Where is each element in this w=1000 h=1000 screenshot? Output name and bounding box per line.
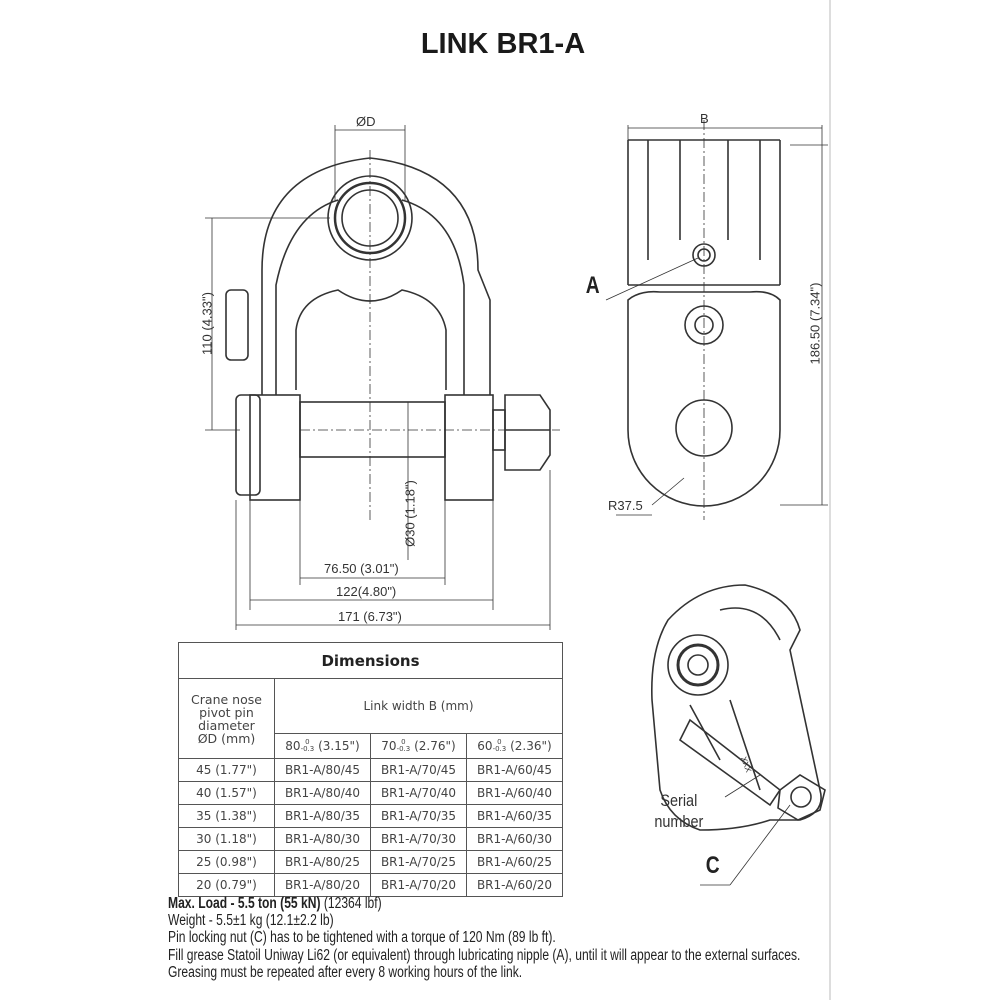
part-number-cell: BR1-A/60/20 [466, 873, 563, 897]
max-load-rest: (12364 lbf) [320, 895, 382, 912]
part-number-cell: BR1-A/70/35 [370, 804, 467, 828]
col-inch: (2.76") [414, 738, 456, 753]
row-header-line: Crane nose [191, 691, 262, 707]
pin-diameter-cell: 30 (1.18") [178, 827, 275, 851]
part-number-cell: BR1-A/70/40 [370, 781, 467, 805]
pin-size-label: Ø30 (1.18") [402, 480, 418, 547]
iso-view [651, 584, 826, 886]
part-number-cell: BR1-A/80/20 [274, 873, 371, 897]
part-number-cell: BR1-A/80/45 [274, 758, 371, 782]
max-load-bold: Max. Load - 5.5 ton (55 kN) [168, 895, 321, 912]
front-view [205, 125, 560, 630]
col-nominal: 70 [381, 738, 397, 753]
page-title: LINK BR1-A [420, 28, 586, 60]
pin-diameter-label: ØD [356, 114, 376, 129]
interval-line: Greasing must be repeated after every 8 … [168, 963, 523, 981]
row-header-line: diameter [198, 717, 255, 733]
col-tol-lower: -0.3 [396, 745, 411, 754]
col-tol-lower: -0.3 [300, 745, 315, 754]
col-inch: (3.15") [318, 738, 360, 753]
page-edge-divider [829, 0, 831, 1000]
row-header: Crane nose pivot pin diameter ØD (mm) [178, 678, 275, 759]
col-nominal: 60 [477, 738, 493, 753]
col-tol-upper: 0 [497, 738, 502, 747]
notes: Max. Load - 5.5 ton (55 kN) (12364 lbf) … [168, 895, 800, 981]
pin-diameter-cell: 20 (0.79") [178, 873, 275, 897]
col-tol-upper: 0 [401, 738, 406, 747]
part-number-cell: BR1-A/60/40 [466, 781, 563, 805]
part-number-cell: BR1-A/60/45 [466, 758, 563, 782]
width-mid-label: 122(4.80") [336, 584, 397, 599]
table-title: Dimensions [178, 642, 563, 679]
serial-label-line2: number [654, 812, 704, 831]
col-inch: (2.36") [510, 738, 552, 753]
link-width-label: B [700, 111, 709, 126]
width-outer-label: 171 (6.73") [338, 609, 402, 624]
pin-diameter-cell: 35 (1.38") [178, 804, 275, 828]
part-number-cell: BR1-A/70/45 [370, 758, 467, 782]
col-nominal: 80 [285, 738, 301, 753]
serial-number-label: Serial number [654, 790, 703, 832]
part-number-cell: BR1-A/60/25 [466, 850, 563, 874]
col-header: 70 0-0.3 (2.76") [370, 733, 467, 759]
pin-diameter-cell: 45 (1.77") [178, 758, 275, 782]
part-number-cell: BR1-A/70/25 [370, 850, 467, 874]
side-height-label: 186.50 (7.34") [807, 282, 823, 365]
col-header: 80 0-0.3 (3.15") [274, 733, 371, 759]
part-number-cell: BR1-A/80/30 [274, 827, 371, 851]
torque-line: Pin locking nut (C) has to be tightened … [168, 929, 556, 947]
part-number-cell: BR1-A/70/20 [370, 873, 467, 897]
row-header-line: ØD (mm) [197, 730, 256, 746]
width-inner-label: 76.50 (3.01") [324, 561, 399, 576]
part-number-cell: BR1-A/60/35 [466, 804, 563, 828]
dimensions-table: Dimensions Crane nose pivot pin diameter… [178, 642, 563, 897]
max-load-line: Max. Load - 5.5 ton (55 kN) (12364 lbf) [168, 895, 800, 912]
side-view [605, 120, 828, 520]
grease-line: Fill grease Statoil Uniway Li62 (or equi… [168, 946, 801, 964]
col-tol-upper: 0 [305, 738, 310, 747]
weight-line: Weight - 5.5±1 kg (12.1±2.2 lb) [168, 912, 334, 930]
part-number-cell: BR1-A/80/25 [274, 850, 371, 874]
pin-diameter-cell: 40 (1.57") [178, 781, 275, 805]
part-number-cell: BR1-A/70/30 [370, 827, 467, 851]
part-number-cell: BR1-A/80/35 [274, 804, 371, 828]
col-tol-lower: -0.3 [492, 745, 507, 754]
col-group-header: Link width B (mm) [274, 678, 563, 734]
front-height-label: 110 (4.33") [199, 292, 215, 355]
callout-a-nipple: A [585, 272, 600, 299]
radius-label: R37.5 [608, 498, 643, 513]
part-number-cell: BR1-A/80/40 [274, 781, 371, 805]
callout-c-nut: C [705, 852, 720, 879]
part-number-cell: BR1-A/60/30 [466, 827, 563, 851]
col-header: 60 0-0.3 (2.36") [466, 733, 563, 759]
pin-diameter-cell: 25 (0.98") [178, 850, 275, 874]
row-header-line: pivot pin [199, 704, 254, 720]
serial-label-line1: Serial [660, 791, 698, 810]
